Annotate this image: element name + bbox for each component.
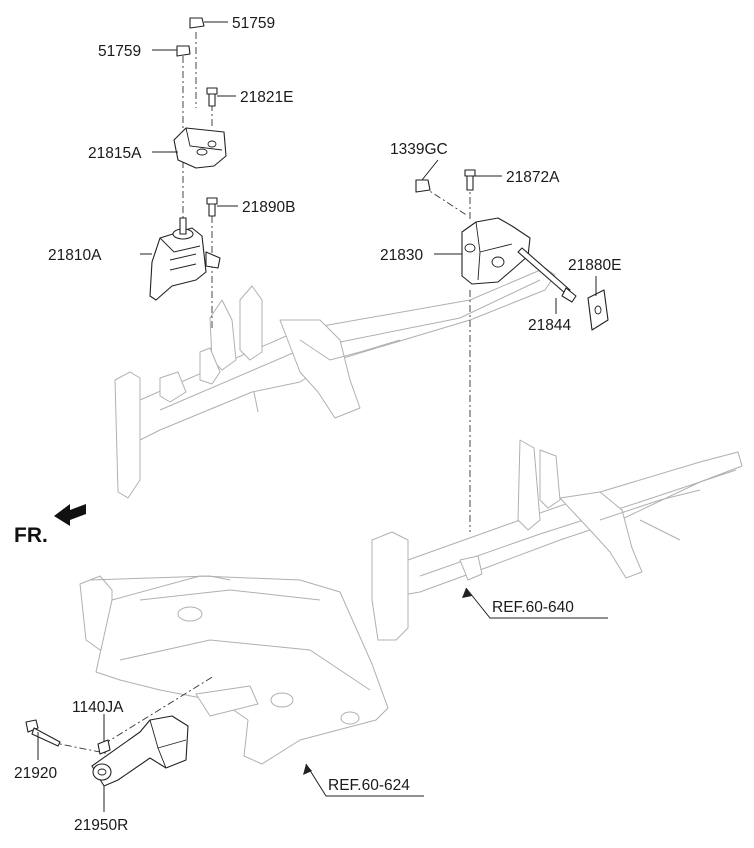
fastener-bolt-1140JA [97,739,111,755]
label-ref-60-624: REF.60-624 [328,777,410,794]
label-ref-60-640: REF.60-640 [492,599,574,616]
label-21880E: 21880E [568,257,621,274]
through-bolt [517,247,577,303]
label-21815A: 21815A [88,145,142,162]
front-side-member-lower [371,439,743,641]
label-1140JA: 1140JA [72,699,124,716]
front-direction-arrow [54,504,86,526]
fastener-bolt-21821E [206,87,218,107]
mount-cap [587,289,609,331]
label-21872A: 21872A [506,169,560,186]
subframe-crossmember [79,575,389,765]
front-direction-label: FR. [14,524,48,547]
engine-mount [140,217,221,301]
fastener-bolt-21872A [464,169,476,191]
fastener-nut-1339GC [415,179,431,193]
fastener-bolt-21920 [25,719,61,747]
label-21890B: 21890B [242,199,295,216]
label-21920: 21920 [14,765,57,782]
assembly-lines [49,32,471,757]
label-51759-left: 51759 [98,43,141,60]
label-21844: 21844 [528,317,571,334]
label-21950R: 21950R [74,817,128,834]
label-21830: 21830 [380,247,423,264]
label-1339GC: 1339GC [390,141,448,158]
roll-rod-mount [91,715,189,787]
engine-mount-bracket [173,127,227,169]
fastener-nut-51759-top [189,17,205,29]
label-51759-top: 51759 [232,15,275,32]
label-21821E: 21821E [240,89,293,106]
label-21810A: 21810A [48,247,102,264]
fastener-nut-51759-left [176,45,191,57]
fastener-bolt-21890B [206,197,218,217]
front-side-member-upper [114,267,556,499]
leader-lines [37,21,608,812]
